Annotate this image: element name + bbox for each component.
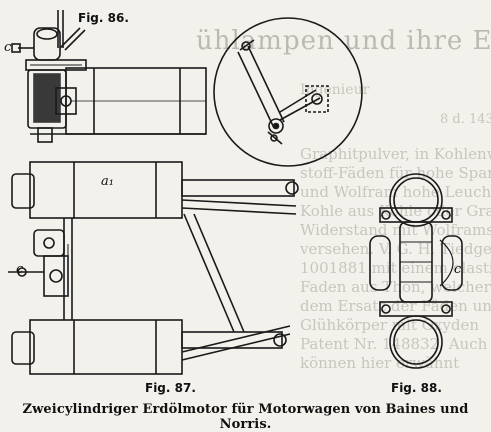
bleed-through-line: Kohle aus Kohle oder Graphit <box>300 202 491 220</box>
bleed-through-line: 1001881 mit einem elastischen <box>300 259 491 277</box>
label-c-right: c <box>454 262 462 277</box>
bleed-through-reference: 8 d. 143) <box>440 112 491 127</box>
label-c-middle: c <box>16 262 24 277</box>
fig86-flywheel <box>213 17 363 167</box>
fig86-side-elevation <box>11 10 207 143</box>
figure-88-label: Fig. 88. <box>391 381 442 395</box>
bleed-through-line: Graphitpulver, in Kohlenwasserstoff <box>300 145 491 163</box>
figure-86-label: Fig. 86. <box>78 11 129 25</box>
figure-caption: Zweicylindriger Erdölmotor für Motorwage… <box>22 402 469 432</box>
bleed-through-line: versehen. V. G. H. Tiedge <box>300 240 491 258</box>
label-c-top: c <box>4 40 12 55</box>
bleed-through-line: können hier erwähnt <box>300 354 460 370</box>
fig88-end-view <box>369 173 463 369</box>
label-a1: a₁ <box>101 174 114 189</box>
bleed-through-line: stoff-Fäden für hohe Spannungen <box>300 164 491 182</box>
fig87-plan-view <box>8 161 299 375</box>
bleed-through-line: Widerstand mit Wolframsäure <box>300 221 491 239</box>
figure-87-label: Fig. 87. <box>145 381 196 395</box>
